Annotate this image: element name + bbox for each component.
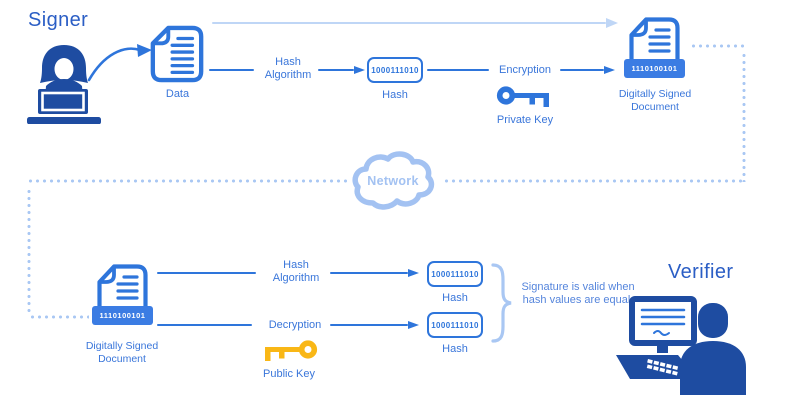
signed-doc-label-bottom: Digitally Signed Document bbox=[85, 340, 159, 365]
arrow-line bbox=[330, 324, 408, 327]
arrow-head-icon bbox=[408, 268, 419, 277]
hash-algorithm-label-top: Hash Algorithm bbox=[264, 56, 312, 81]
arrow-head-icon bbox=[604, 65, 615, 74]
hash-value-box-top: 1000111010 bbox=[367, 57, 423, 83]
public-key-icon bbox=[265, 340, 318, 361]
curly-brace-icon bbox=[491, 263, 512, 343]
dotted-path bbox=[29, 315, 89, 319]
encryption-label: Encryption bbox=[499, 64, 551, 76]
hash-algorithm-label-bottom: Hash Algorithm bbox=[272, 259, 320, 284]
dotted-path bbox=[27, 188, 31, 314]
data-label: Data bbox=[165, 88, 190, 100]
arrow-head-icon bbox=[354, 65, 365, 74]
hash-value-box-verifier-top: 1000111010 bbox=[427, 261, 483, 287]
signature-valid-note: Signature is valid when hash values are … bbox=[521, 281, 635, 306]
dotted-path bbox=[690, 44, 746, 48]
signed-doc-label-top: Digitally Signed Document bbox=[618, 88, 692, 113]
private-key-icon bbox=[496, 86, 549, 107]
flow-line bbox=[427, 69, 489, 72]
cloud-icon bbox=[352, 151, 435, 210]
bypass-arrow-head-icon bbox=[606, 18, 618, 28]
signer-title: Signer bbox=[28, 9, 89, 31]
network-cloud: Network bbox=[349, 149, 437, 215]
hash-label-top: Hash bbox=[382, 89, 408, 101]
arrow-line bbox=[560, 69, 604, 72]
arrow-line bbox=[318, 69, 354, 72]
flow-line bbox=[209, 69, 254, 72]
data-document-icon bbox=[150, 25, 204, 83]
arrow-line bbox=[330, 272, 408, 275]
curved-arrow-icon bbox=[87, 44, 152, 82]
verifier-title: Verifier bbox=[668, 261, 734, 283]
dotted-path bbox=[27, 179, 347, 183]
hash-label-verifier-top: Hash bbox=[442, 292, 468, 304]
dotted-path bbox=[443, 179, 745, 183]
dotted-path bbox=[742, 52, 746, 182]
decryption-label: Decryption bbox=[268, 319, 322, 331]
signed-doc-value-top: 1110100101 bbox=[624, 59, 685, 78]
flow-line bbox=[157, 324, 252, 327]
signed-doc-value-bottom: 1110100101 bbox=[92, 306, 153, 325]
private-key-label: Private Key bbox=[496, 114, 554, 126]
arrow-head-icon bbox=[408, 320, 419, 329]
signed-document-icon bbox=[97, 264, 148, 312]
flow-line bbox=[157, 272, 256, 275]
public-key-label: Public Key bbox=[263, 368, 315, 380]
woman-at-laptop-icon bbox=[27, 45, 101, 124]
man-at-desktop-icon bbox=[616, 296, 746, 395]
hash-value-box-verifier-bottom: 1000111010 bbox=[427, 312, 483, 338]
hash-label-verifier-bottom: Hash bbox=[442, 343, 468, 355]
bypass-arrow-line bbox=[212, 22, 606, 25]
signed-document-icon bbox=[629, 17, 680, 65]
network-label: Network bbox=[367, 174, 419, 188]
